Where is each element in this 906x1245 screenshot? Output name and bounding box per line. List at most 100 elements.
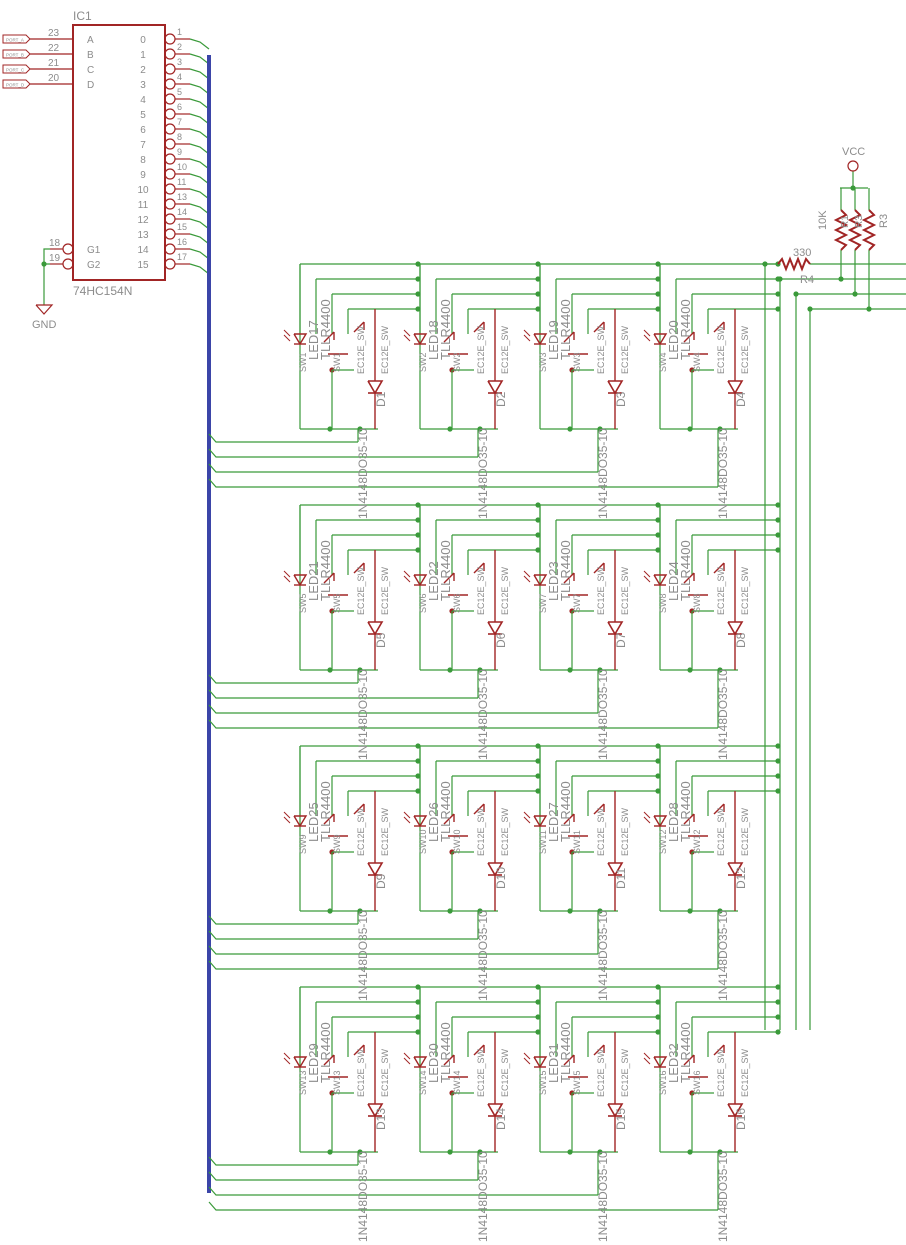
junction-dot <box>477 667 483 673</box>
switch-name: SW11 <box>538 830 548 854</box>
switch-lever <box>593 562 605 574</box>
switch-lever <box>683 1054 695 1066</box>
bus-entry <box>189 173 210 185</box>
switch-value-2: EC12E_SW <box>380 566 390 615</box>
switch-lever <box>443 572 455 584</box>
bus-tap-wire <box>208 674 358 684</box>
inversion-bubble <box>164 108 176 120</box>
led-symbol <box>653 815 668 828</box>
switch-lever <box>563 331 575 343</box>
ic-output-name: 2 <box>140 65 146 76</box>
ic-pin-name: B <box>87 50 94 61</box>
led-name: LED29 <box>306 1043 321 1083</box>
switch-name-2: SW14 <box>452 1070 462 1095</box>
switch-lever <box>473 803 485 815</box>
ic-pin-number: 16 <box>177 237 187 247</box>
switch-name: SW4 <box>658 352 668 372</box>
junction-dot <box>655 999 661 1005</box>
switch-lever <box>473 1044 485 1056</box>
diode-value: 1N4148DO35-10 <box>596 910 610 1001</box>
switch-value: EC12E_SW <box>476 566 486 615</box>
junction-dot <box>327 667 333 673</box>
junction-dot <box>775 1029 781 1035</box>
diode-name: D2 <box>494 391 508 407</box>
junction-dot <box>477 1149 483 1155</box>
bus-tap-wire <box>208 704 598 714</box>
junction-dot <box>415 984 421 990</box>
switch-lever <box>563 1054 575 1066</box>
diode-symbol <box>727 380 744 395</box>
led-symbol <box>293 574 308 587</box>
diode-value: 1N4148DO35-10 <box>476 910 490 1001</box>
led-ray <box>283 1057 291 1065</box>
diode-symbol <box>367 862 384 877</box>
ic-body <box>72 24 166 281</box>
switch-name: SW13 <box>298 1070 308 1095</box>
ic-output-name: 15 <box>137 260 149 271</box>
junction-dot <box>655 758 661 764</box>
diode-symbol <box>367 1103 384 1118</box>
inversion-bubble <box>62 258 74 270</box>
led-value: TLLR4400 <box>318 781 333 842</box>
ic-value-label: 74HC154N <box>73 284 132 298</box>
switch-name: SW5 <box>298 593 308 613</box>
led-name: LED22 <box>426 561 441 601</box>
junction-dot <box>535 1014 541 1020</box>
port-flag-label: PORT_D <box>6 83 25 88</box>
resistor-name-r4: R4 <box>800 274 814 286</box>
junction-dot <box>415 547 421 553</box>
ic-output-name: 5 <box>140 110 146 121</box>
led-symbol <box>413 333 428 346</box>
inversion-bubble <box>62 243 74 255</box>
junction-dot <box>415 1014 421 1020</box>
diode-name: D16 <box>734 1108 748 1130</box>
labels-layer: IC174HC154N23APORT_A22BPORT_B21CPORT_C20… <box>6 9 890 1242</box>
switch-value-2: EC12E_SW <box>380 807 390 856</box>
led-ray <box>643 811 651 819</box>
led-ray <box>523 334 531 342</box>
switch-name: SW8 <box>658 593 668 613</box>
switch-lever <box>713 1044 725 1056</box>
diode-symbol <box>487 380 504 395</box>
bus-entry <box>189 203 210 215</box>
bus-entry <box>189 143 210 155</box>
ic-output-name: 14 <box>137 245 149 256</box>
bus-tap-wire <box>208 719 718 729</box>
junction-dot <box>535 743 541 749</box>
matrix-cell <box>523 1032 624 1152</box>
inversion-bubble <box>164 63 176 75</box>
junction-dot <box>535 261 541 267</box>
bus-entry <box>189 218 210 230</box>
bus-entry <box>189 248 210 260</box>
led-ray <box>283 816 291 824</box>
junction-dot <box>775 1014 781 1020</box>
junction-dot <box>687 426 693 432</box>
led-name: LED18 <box>426 320 441 360</box>
switch-value: EC12E_SW <box>716 325 726 374</box>
diode-value: 1N4148DO35-10 <box>356 1151 370 1242</box>
led-ray <box>403 329 411 337</box>
switch-value: EC12E_SW <box>596 325 606 374</box>
ic-pin-number: 5 <box>177 87 182 97</box>
ic-pin-number: 21 <box>48 58 60 69</box>
switch-value-2: EC12E_SW <box>380 325 390 374</box>
ic-pin-name: G2 <box>87 260 101 271</box>
diode-value: 1N4148DO35-10 <box>476 669 490 760</box>
junction-dot <box>655 1029 661 1035</box>
diode-name: D9 <box>374 873 388 889</box>
junction-dot <box>535 517 541 523</box>
diode-value: 1N4148DO35-10 <box>716 1151 730 1242</box>
bus-entry <box>189 83 210 95</box>
diode-name: D10 <box>494 867 508 889</box>
diode-name: D11 <box>614 868 628 889</box>
pullup-resistor <box>847 209 863 251</box>
ic-output-name: 13 <box>137 230 149 241</box>
ic-name-label: IC1 <box>73 9 92 23</box>
switch-name: SW2 <box>418 352 428 372</box>
led-value: TLLR4400 <box>678 540 693 601</box>
inversion-bubble <box>164 243 176 255</box>
diode-name: D7 <box>614 632 628 648</box>
switch-name-2: SW3 <box>572 352 582 372</box>
diode-value: 1N4148DO35-10 <box>356 910 370 1001</box>
switch-value-2: EC12E_SW <box>380 1048 390 1097</box>
